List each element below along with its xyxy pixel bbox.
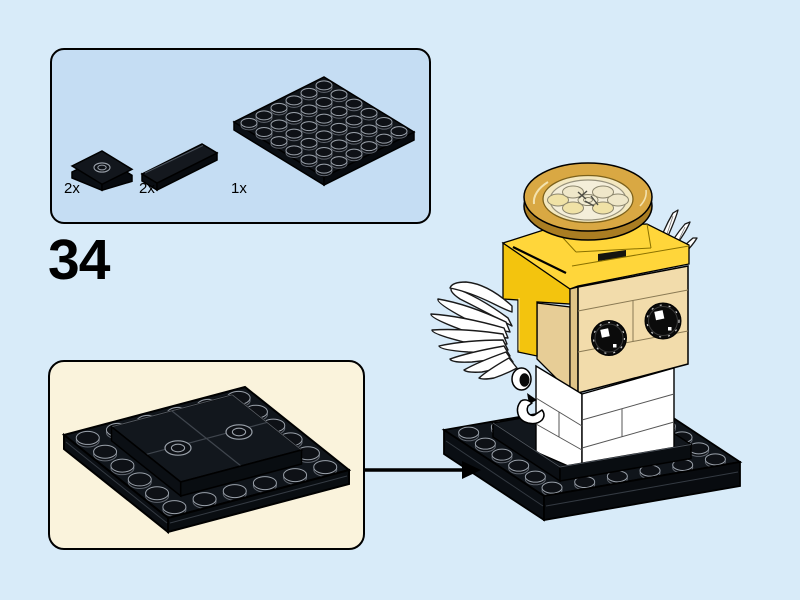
eyes	[591, 302, 682, 356]
part-6x6-plate-icon	[232, 76, 416, 187]
body	[511, 364, 675, 474]
subassembly-callout	[48, 360, 365, 550]
part-1x4-tile-icon	[140, 143, 219, 192]
base-subassembly	[61, 385, 352, 535]
hair	[501, 223, 690, 394]
step-number: 34	[48, 228, 110, 292]
arm-stud-shadow	[519, 373, 530, 387]
part-count-label: 1x	[231, 180, 247, 197]
part-2x2-jumper-plate-icon	[70, 150, 134, 192]
base-subassembly-illustration	[61, 385, 352, 535]
base-step-front	[492, 421, 692, 483]
part-count-label: 2x	[139, 180, 155, 197]
part-count-label: 2x	[64, 180, 80, 197]
hand	[516, 399, 545, 425]
parts-panel: 2x 2x 1x	[50, 48, 431, 224]
halo	[523, 162, 653, 241]
wing-left-icon	[430, 281, 518, 380]
parts-illustration	[70, 76, 416, 192]
arrow-icon	[365, 461, 481, 479]
face	[569, 265, 689, 398]
